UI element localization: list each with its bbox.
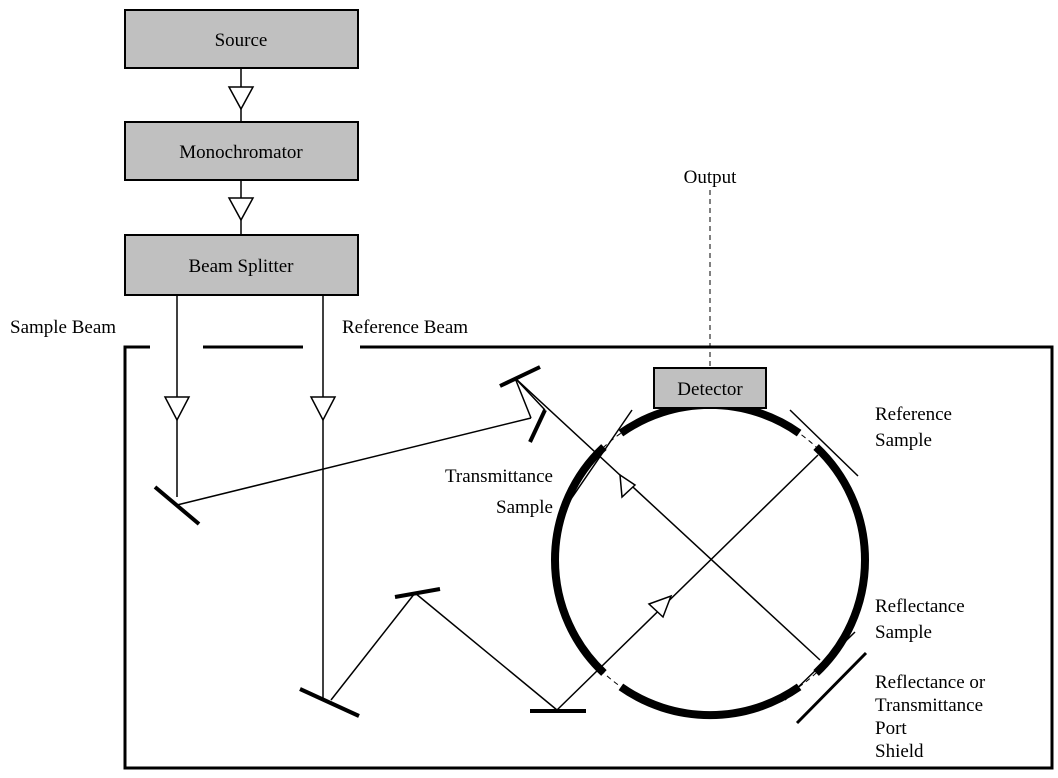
reflectance-sample-label-line2: Sample: [875, 622, 932, 643]
sphere-wall-bottom: [618, 683, 802, 719]
beam-arrow-icon: [163, 396, 191, 422]
reference-sample-label-line2: Sample: [875, 430, 932, 451]
sample-mirror-1: [153, 485, 201, 526]
sphere-wall-top: [618, 401, 802, 437]
beam-splitter-label: Beam Splitter: [188, 256, 294, 277]
beam-arrow-icon: [309, 396, 337, 422]
reference-beam-path: [299, 295, 819, 718]
reflectance-sample-port: [784, 631, 856, 701]
sample-mirror-2: [528, 409, 547, 443]
reference-mirror-1: [299, 687, 360, 718]
beam-arrow-icon: [227, 197, 255, 222]
detector-block: Detector: [653, 190, 767, 409]
port-shield-label-line1: Reflectance or: [875, 672, 986, 693]
port-shield-label-line2: Transmittance: [875, 695, 983, 716]
beam-splitter-box: [124, 234, 359, 296]
sample-beam-label: Sample Beam: [10, 317, 116, 338]
source-to-mono-arrow: [227, 68, 255, 122]
beam-arrow-icon: [227, 86, 255, 111]
beam-splitter-block: Beam Splitter: [124, 234, 359, 296]
reference-sample-port: [789, 409, 859, 477]
sphere-wall-left: [551, 444, 607, 676]
transmittance-sample-label-line2: Sample: [496, 497, 553, 518]
sphere-wall-right: [813, 444, 869, 676]
output-label: Output: [684, 167, 738, 188]
port-shield-label-line4: Shield: [875, 741, 924, 762]
sample-mirror-3: [499, 365, 541, 388]
beam-arrow-icon: [619, 473, 637, 499]
monochromator-box: [124, 121, 359, 181]
reflectance-sample-label-line1: Reflectance: [875, 596, 965, 617]
source-box: [124, 9, 359, 69]
reference-sample-label-line1: Reference: [875, 404, 952, 425]
detector-label: Detector: [677, 379, 743, 400]
source-block: Source: [124, 9, 359, 69]
mono-to-splitter-arrow: [227, 180, 255, 235]
beam-arrow-icon: [647, 594, 673, 619]
monochromator-label: Monochromator: [179, 142, 303, 163]
port-shield-label-line3: Port: [875, 718, 907, 739]
instrument-enclosure: [123, 345, 1054, 770]
transmittance-sample-port: [559, 409, 633, 516]
reference-mirror-2: [394, 587, 441, 599]
sample-beam-path: [153, 295, 821, 661]
monochromator-block: Monochromator: [124, 121, 359, 181]
port-shield: [795, 651, 868, 725]
reference-beam-label: Reference Beam: [342, 317, 468, 338]
detector-box: [653, 367, 767, 409]
source-label: Source: [215, 30, 268, 51]
transmittance-sample-label-line1: Transmittance: [445, 466, 553, 487]
